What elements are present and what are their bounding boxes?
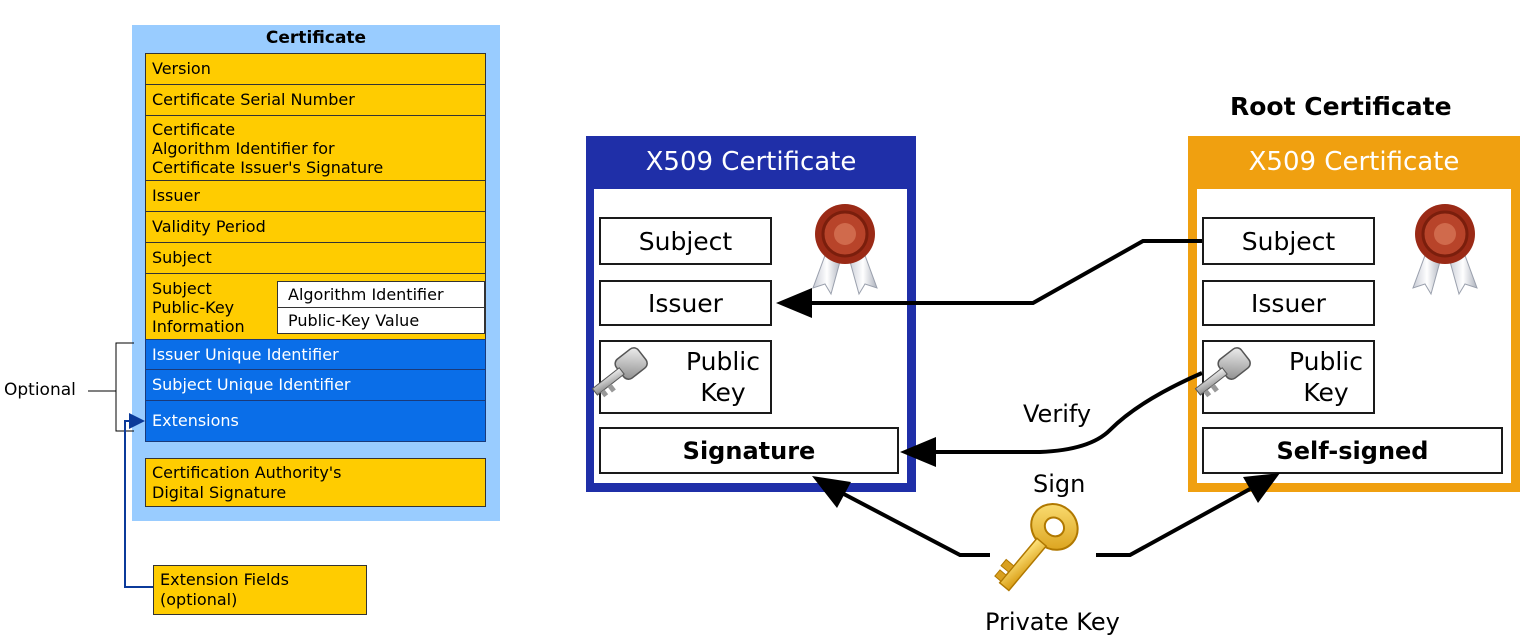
root-certificate-heading: Root Certificate (1230, 92, 1452, 121)
root-issuer-box: Issuer (1202, 280, 1375, 326)
private-key-label: Private Key (985, 608, 1120, 636)
sign-label: Sign (1033, 470, 1086, 498)
field-ca-digital-signature: Certification Authority's Digital Signat… (145, 458, 486, 507)
field-algorithm-identifier: Certificate Algorithm Identifier for Cer… (145, 115, 486, 181)
field-validity-period: Validity Period (145, 211, 486, 243)
root-public-key-icon (1194, 347, 1251, 398)
field-subject-unique-id: Subject Unique Identifier (145, 369, 486, 401)
public-key-icon (591, 347, 648, 398)
issuer-link-arrow (776, 239, 1202, 318)
sign-left-arrow (812, 476, 990, 557)
field-subject: Subject (145, 242, 486, 274)
field-extensions: Extensions (145, 400, 486, 442)
root-public-key-label: Public Key (1289, 347, 1363, 407)
optional-label: Optional (4, 380, 76, 400)
left-public-key-label: Public Key (686, 347, 760, 407)
verify-arrow (900, 371, 1203, 467)
field-serial-number: Certificate Serial Number (145, 84, 486, 116)
extension-connector-line (124, 413, 153, 588)
left-subject-box: Subject (599, 217, 772, 265)
private-key-icon (994, 503, 1079, 592)
field-issuer-unique-id: Issuer Unique Identifier (145, 339, 486, 370)
field-algorithm-identifier-part: Algorithm Identifier (277, 281, 485, 308)
sign-root-arrow (1096, 473, 1280, 557)
certificate-structure-title: Certificate (265, 28, 367, 48)
left-signature-box: Signature (599, 427, 899, 474)
root-signature-box: Self-signed (1202, 427, 1503, 474)
x509-certificate-title: X509 Certificate (645, 147, 857, 177)
root-x509-certificate-title: X509 Certificate (1248, 147, 1460, 177)
field-public-key-value-part: Public-Key Value (277, 307, 485, 334)
left-issuer-box: Issuer (599, 280, 772, 326)
root-seal-icon (1412, 204, 1478, 296)
root-subject-box: Subject (1202, 217, 1375, 265)
verify-label: Verify (1023, 400, 1092, 428)
seal-icon (812, 204, 878, 296)
extension-fields-box: Extension Fields (optional) (153, 565, 367, 615)
